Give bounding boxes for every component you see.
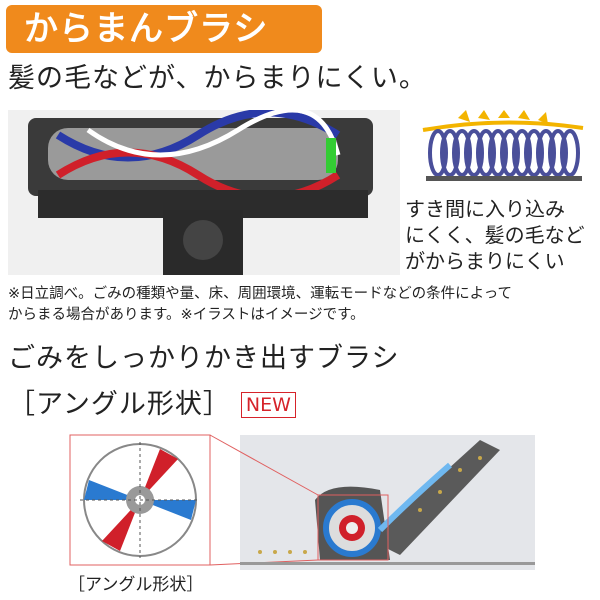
coil-illustration: [422, 110, 584, 181]
side-line: すき間に入り込み: [405, 197, 565, 221]
side-line: にくく、髪の毛など: [405, 223, 585, 247]
note-line: ※日立調べ。ごみの種類や量、床、周囲環境、運転モードなどの条件によって: [8, 286, 512, 302]
headline: 髪の毛などが、からまりにくい。: [8, 63, 427, 94]
note-line: からまる場合があります。※イラストはイメージです。: [8, 307, 365, 323]
diagram-caption: ［アングル形状］: [68, 575, 204, 595]
brush-head-photo: [8, 110, 400, 275]
side-line: がからまりにくい: [405, 249, 565, 273]
angle-brush-diagram: [69, 434, 535, 570]
product-banner: からまんブラシ: [6, 5, 322, 53]
side-description: すき間に入り込み にくく、髪の毛など がからまりにくい: [405, 196, 585, 274]
section-title: ごみをしっかりかき出すブラシ: [8, 343, 400, 374]
new-badge: NEW: [240, 392, 296, 418]
disclaimer-note: ※日立調べ。ごみの種類や量、床、周囲環境、運転モードなどの条件によって からまる…: [8, 284, 512, 326]
section-subtitle: ［アングル形状］: [8, 389, 231, 420]
section-subtitle-row: ［アングル形状］ NEW: [8, 388, 296, 422]
